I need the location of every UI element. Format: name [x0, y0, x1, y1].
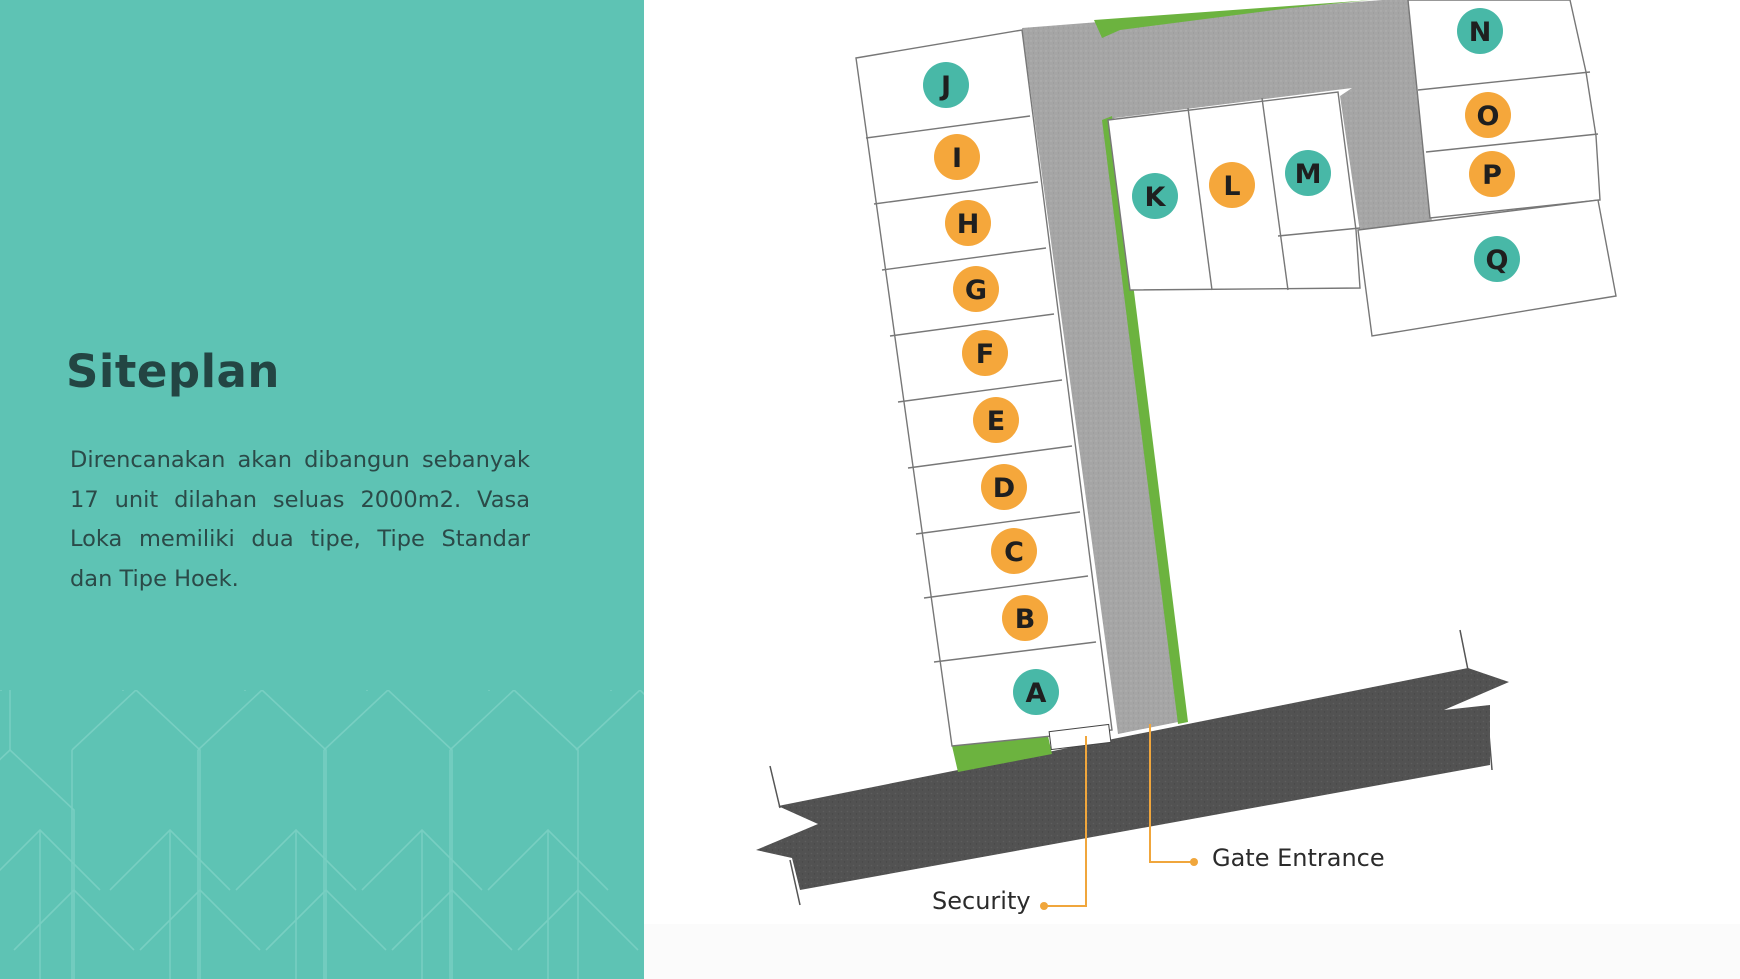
unit-marker-circle: [1209, 162, 1255, 208]
siteplan-map: A B C D E F G H I J K L M N OP Q Security Gate Entrance: [756, 0, 1617, 915]
security-callout-dot: [1040, 902, 1048, 910]
unit-label: A: [1026, 678, 1047, 709]
unit-label: K: [1145, 182, 1167, 213]
unit-label: F: [976, 339, 994, 370]
lots-left-row: [855, 29, 1113, 751]
unit-label: E: [987, 406, 1005, 437]
unit-marker-n: N: [1457, 8, 1503, 54]
unit-marker-circle: [1465, 92, 1511, 138]
unit-marker-i: I: [934, 134, 980, 180]
unit-label: O: [1477, 101, 1500, 132]
unit-marker-c: C: [991, 528, 1037, 574]
unit-marker-circle: [923, 62, 969, 108]
internal-road: [1022, 0, 1432, 734]
security-callout: Security: [932, 736, 1087, 915]
unit-label: M: [1295, 159, 1322, 190]
unit-label: I: [952, 143, 962, 174]
unit-marker-circle: [945, 200, 991, 246]
unit-label: N: [1469, 17, 1492, 48]
unit-marker-circle: [1457, 8, 1503, 54]
bottom-strip: [644, 924, 1740, 979]
unit-marker-f: F: [962, 330, 1008, 376]
gate-callout-dot: [1190, 858, 1198, 866]
unit-marker-b: B: [1002, 595, 1048, 641]
gate-entrance-callout: Gate Entrance: [1149, 724, 1385, 872]
greenery: [952, 0, 1372, 772]
unit-label: P: [1482, 160, 1502, 191]
unit-marker-m: M: [1285, 150, 1331, 196]
page-title: Siteplan: [66, 345, 280, 398]
unit-marker-circle: [991, 528, 1037, 574]
unit-marker-h: H: [945, 200, 991, 246]
unit-marker-d: D: [981, 464, 1027, 510]
unit-marker-e: E: [973, 397, 1019, 443]
unit-marker-circle: [1002, 595, 1048, 641]
unit-marker-g: G: [953, 266, 999, 312]
unit-marker-circle: [1469, 151, 1515, 197]
unit-label: B: [1015, 604, 1036, 635]
unit-label: Q: [1486, 245, 1509, 276]
unit-marker-circle: [962, 330, 1008, 376]
unit-marker-circle: [934, 134, 980, 180]
unit-marker-k: K: [1132, 173, 1178, 219]
unit-marker-circle: [981, 464, 1027, 510]
security-label: Security: [932, 887, 1031, 915]
unit-marker-p: P: [1469, 151, 1515, 197]
main-road: [756, 629, 1509, 906]
unit-label: G: [965, 275, 987, 306]
unit-marker-circle: [1013, 669, 1059, 715]
unit-label: J: [939, 71, 951, 102]
hexagon-pattern: [0, 690, 644, 979]
unit-marker-q: Q: [1474, 236, 1520, 282]
unit-label: L: [1223, 171, 1240, 202]
unit-marker-circle: [1132, 173, 1178, 219]
unit-marker-o: O: [1465, 92, 1511, 138]
unit-marker-a: A: [1013, 669, 1059, 715]
left-panel: Siteplan Direncanakan akan dibangun seba…: [0, 0, 644, 979]
unit-marker-l: L: [1209, 162, 1255, 208]
unit-marker-circle: [953, 266, 999, 312]
description-text: Direncanakan akan dibangun sebanyak 17 u…: [70, 447, 530, 592]
gate-entrance-label: Gate Entrance: [1212, 844, 1385, 872]
unit-label: C: [1004, 537, 1024, 568]
unit-markers: A B C D E F G H I J K L M N OP Q: [923, 8, 1520, 715]
unit-marker-circle: [1285, 150, 1331, 196]
unit-label: H: [957, 209, 980, 240]
unit-label: D: [993, 473, 1015, 504]
unit-marker-circle: [973, 397, 1019, 443]
unit-marker-j: J: [923, 62, 969, 108]
unit-marker-circle: [1474, 236, 1520, 282]
